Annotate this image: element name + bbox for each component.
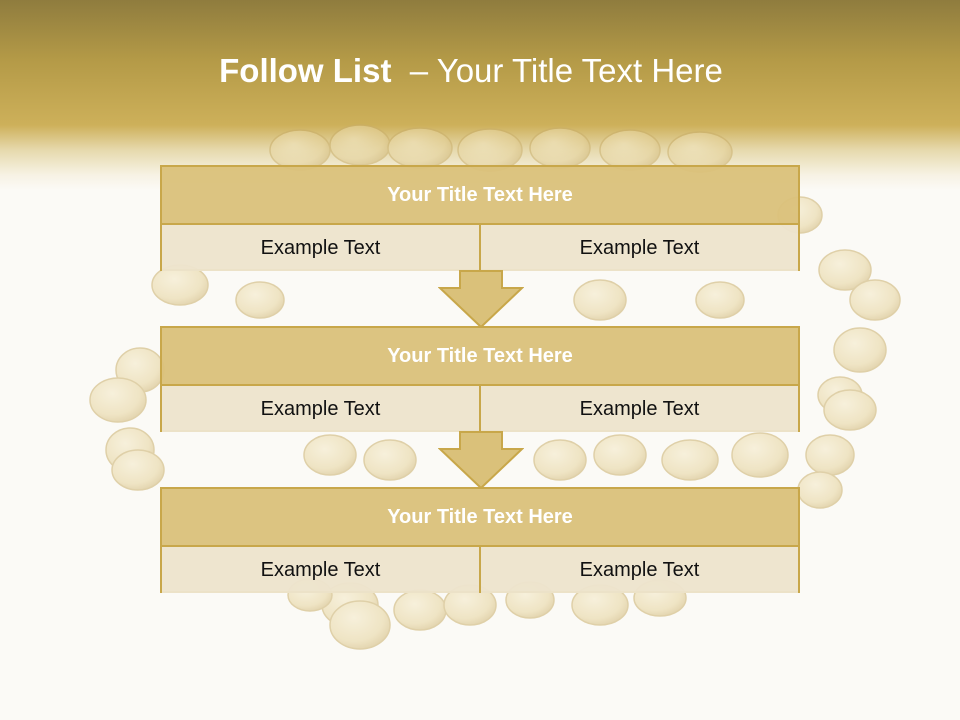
down-arrow-icon [438,431,524,489]
block-cell-left: Example Text [260,236,381,259]
down-arrow-icon [438,270,524,328]
block-cell-left: Example Text [260,397,381,420]
block-cell-right: Example Text [479,225,798,271]
slide-title: Follow List – Your Title Text Here [0,52,942,90]
block-row: Example Text Example Text [162,225,798,271]
block-cell-left: Example Text [260,558,381,581]
block-row: Example Text Example Text [162,386,798,432]
list-block-2: Your Title Text Here Example Text Exampl… [160,326,800,432]
block-row: Example Text Example Text [162,547,798,593]
list-block-1: Your Title Text Here Example Text Exampl… [160,165,800,271]
block-title: Your Title Text Here [162,489,798,547]
block-cell-right: Example Text [479,547,798,593]
block-title: Your Title Text Here [162,328,798,386]
slide-title-rest: – Your Title Text Here [391,52,723,89]
block-cell-right: Example Text [479,386,798,432]
slide-title-bold: Follow List [219,52,392,89]
block-title: Your Title Text Here [162,167,798,225]
list-block-3: Your Title Text Here Example Text Exampl… [160,487,800,593]
